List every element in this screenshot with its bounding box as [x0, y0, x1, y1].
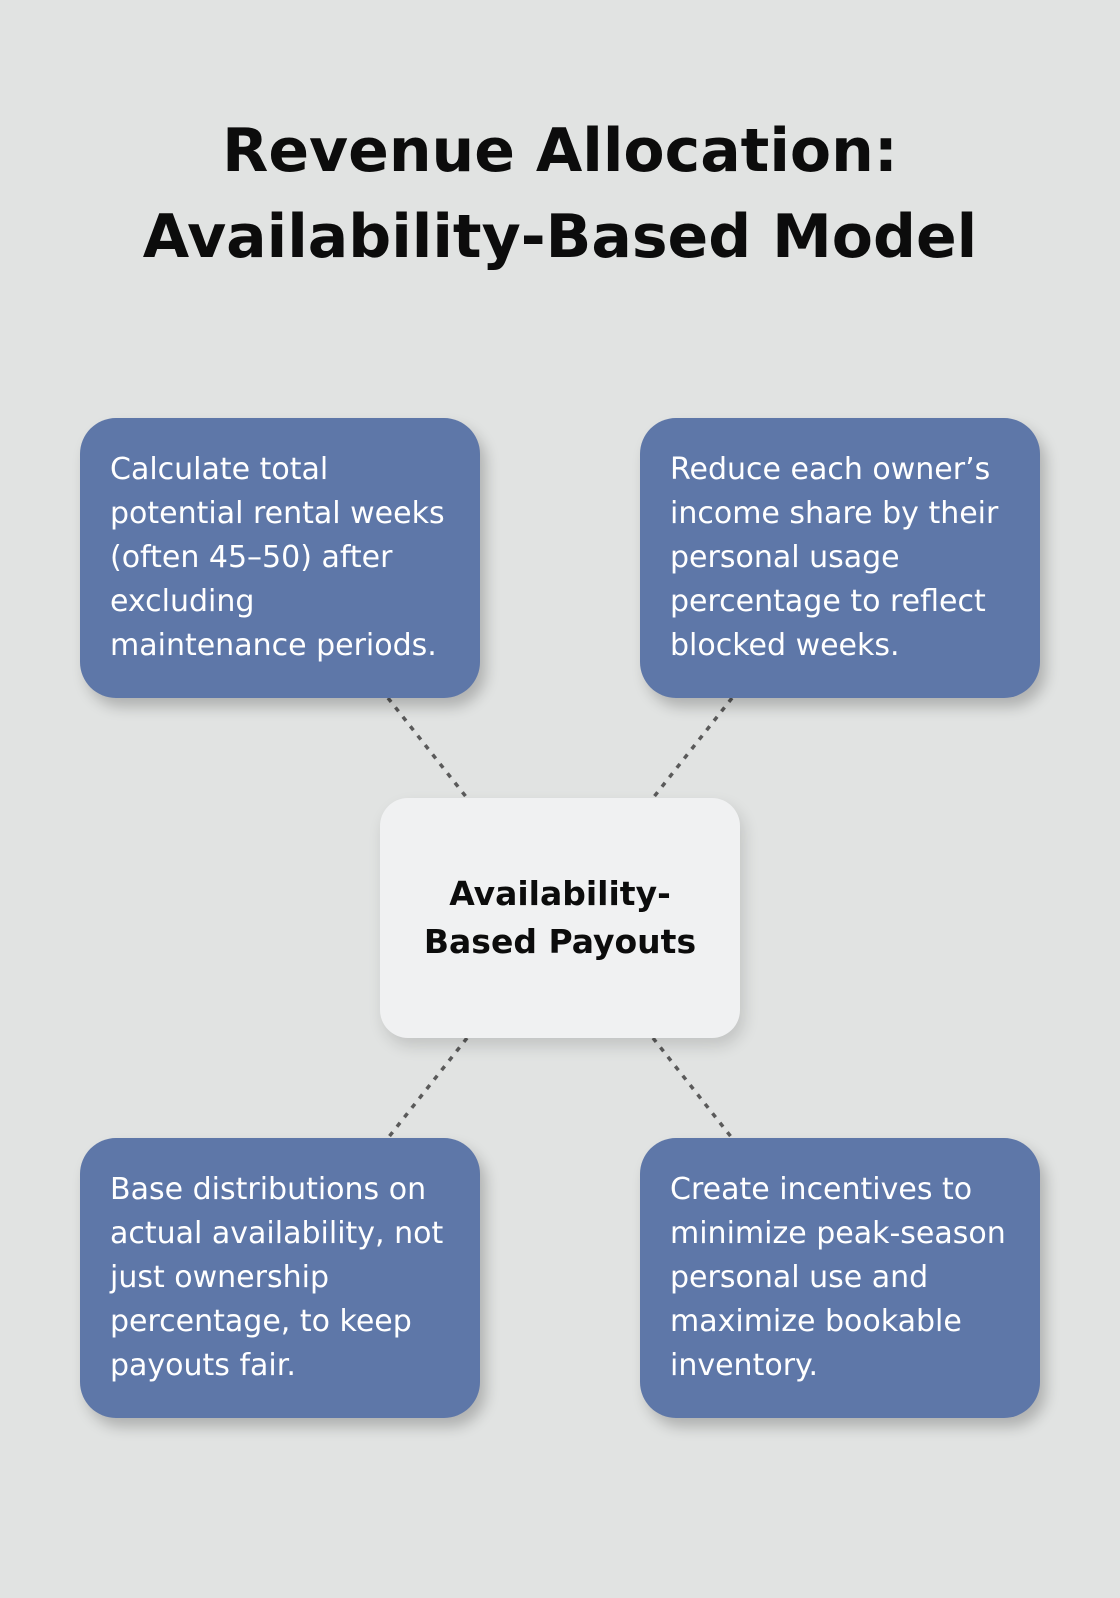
page-title-line-2: Availability-Based Model — [142, 202, 978, 272]
connector-bottom-right — [651, 1036, 734, 1140]
connector-top-right — [651, 696, 734, 800]
card-total-rental-weeks: Calculate total potential rental weeks (… — [80, 418, 480, 698]
page-title-line-1: Revenue Allocation: — [222, 116, 898, 186]
connector-bottom-left — [386, 1036, 469, 1140]
card-peak-season-incentives: Create incentives to minimize peak-seaso… — [640, 1138, 1040, 1418]
page-title: Revenue Allocation: Availability-Based M… — [0, 108, 1120, 280]
card-actual-availability: Base distributions on actual availabilit… — [80, 1138, 480, 1418]
center-node-label: Availability-Based Payouts — [423, 874, 697, 961]
center-node: Availability-Based Payouts — [380, 798, 740, 1038]
connector-top-left — [386, 696, 469, 800]
card-personal-usage-reduction: Reduce each owner’s income share by thei… — [640, 418, 1040, 698]
